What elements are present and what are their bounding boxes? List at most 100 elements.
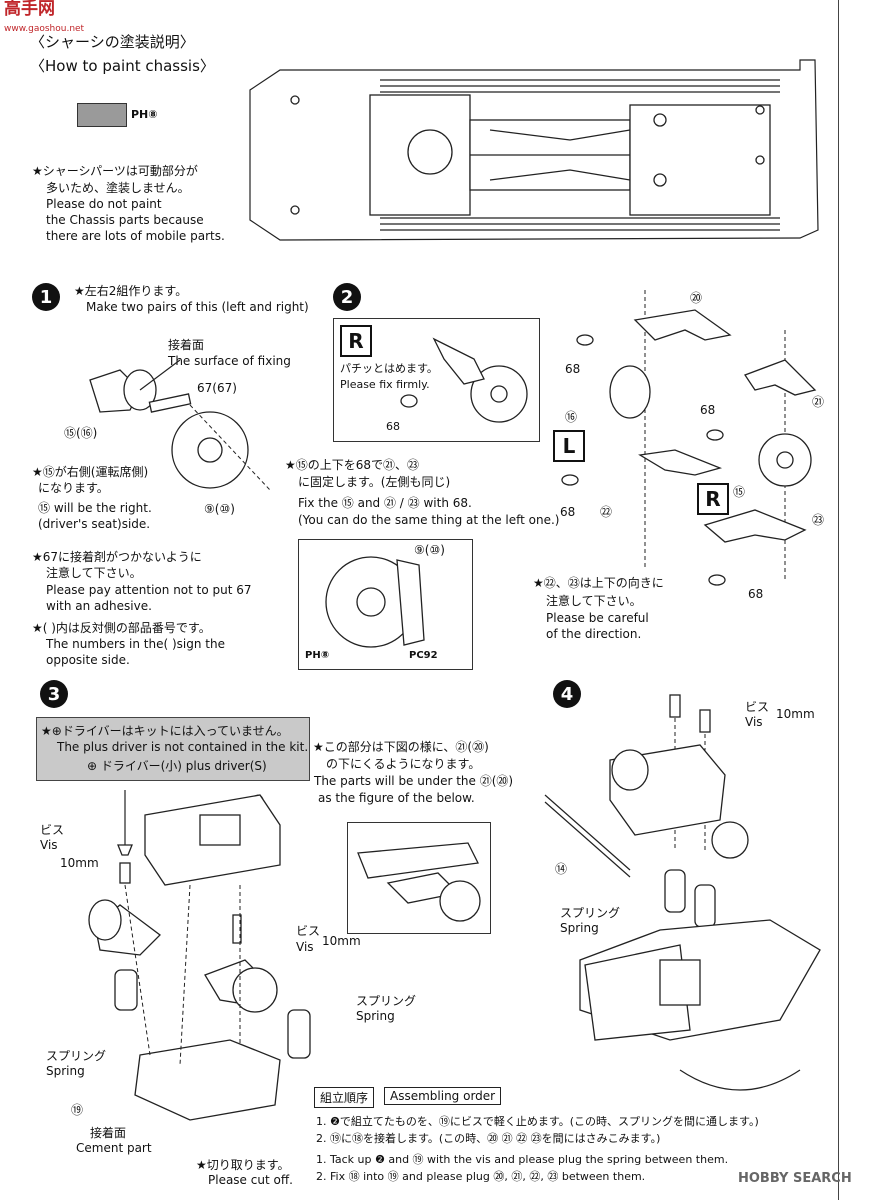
assembly-tag-en: Assembling order xyxy=(384,1087,502,1105)
step4-part14: ⑭ xyxy=(555,862,568,876)
watermark: HOBBY SEARCH xyxy=(738,1171,852,1186)
step3-cement-en: Cement part xyxy=(76,1141,152,1155)
step3-cut-jp: ★切り取ります。 xyxy=(196,1158,290,1172)
step4-vis-size: 10mm xyxy=(776,707,815,721)
step1-surface-jp: 接着面 xyxy=(168,338,205,352)
step2-disc-pc: PC92 xyxy=(409,650,438,661)
step1-note-a-jp2: になります。 xyxy=(38,481,109,495)
step3-vis-size: 10mm xyxy=(60,856,99,870)
step3-vis2-size: 10mm xyxy=(322,934,361,948)
step2-label-21: ㉑ xyxy=(812,395,825,409)
step-3-number: 3 xyxy=(40,680,68,708)
step2-fix-en1: Fix the ⑮ and ㉑ / ㉓ with 68. xyxy=(298,496,472,510)
step1-note-b-jp1: ★67に接着剤がつかないように xyxy=(32,550,202,564)
step3-cement-jp: 接着面 xyxy=(90,1126,127,1140)
step2-dir-en2: of the direction. xyxy=(546,627,642,641)
paint-swatch xyxy=(77,103,127,127)
step2-r-en: Please fix firmly. xyxy=(340,378,430,391)
step3-spring-en: Spring xyxy=(46,1064,85,1078)
step2-label-22: ㉒ xyxy=(600,505,613,519)
step2-label-L: L xyxy=(553,430,585,462)
step2-disc-drawing xyxy=(325,556,425,648)
step3-part19: ⑲ xyxy=(71,1103,84,1117)
site-logo: 高手网 xyxy=(4,0,55,19)
step1-note-c-en1: The numbers in the( )sign the xyxy=(46,637,225,651)
chassis-note-en-2: the Chassis parts because xyxy=(46,213,204,227)
step3-detail-box xyxy=(347,822,491,934)
step2-fix-jp1: ★⑮の上下を68で㉑、㉓ xyxy=(285,458,420,472)
step3-spring-jp: スプリング xyxy=(46,1049,107,1063)
step2-label-16: ⑯ xyxy=(565,410,578,424)
site-logo-url: www.gaoshou.net xyxy=(4,24,85,34)
paint-code: PH⑧ xyxy=(131,108,158,121)
page-border-line xyxy=(838,0,839,1200)
step3-warn-sub: ⊕ ドライバー(小) plus driver(S) xyxy=(87,759,267,773)
step3-under-jp1: ★この部分は下図の様に、㉑(⑳) xyxy=(313,740,489,754)
step2-label-68a: 68 xyxy=(565,362,581,376)
step1-en: Make two pairs of this (left and right) xyxy=(86,300,309,314)
step4-spring-en: Spring xyxy=(560,921,599,935)
assembly-jp-1: 1. ❷で組立てたものを、⑲にビスで軽く止めます。(この時、スプリングを間に通し… xyxy=(316,1115,759,1128)
step4-exploded-drawing xyxy=(544,694,821,1091)
assembly-tag-jp: 組立順序 xyxy=(314,1087,375,1108)
chassis-note-en-1: Please do not paint xyxy=(46,197,162,211)
step1-surface-en: The surface of fixing xyxy=(168,354,291,368)
step2-label-68c: 68 xyxy=(560,505,576,519)
step-2-number: 2 xyxy=(333,283,361,311)
step1-part67: 67(67) xyxy=(197,381,237,395)
chassis-title-en: 〈How to paint chassis〉 xyxy=(30,57,215,75)
assembly-en-2: 2. Fix ⑱ into ⑲ and please plug ⑳, ㉑, ㉒,… xyxy=(316,1170,646,1183)
step4-vis-jp: ビス xyxy=(745,700,770,714)
step3-under-en2: as the figure of the below. xyxy=(318,791,475,805)
step3-under-jp2: の下にくるようになります。 xyxy=(326,757,481,771)
step3-vis-en: Vis xyxy=(40,838,58,852)
step2-disc-box: ⑨(⑩) PH⑧ PC92 xyxy=(298,539,473,670)
step3-warn-jp: ★⊕ドライバーはキットには入っていません。 xyxy=(41,724,289,738)
step2-r-part68: 68 xyxy=(386,420,400,433)
step-4-number: 4 xyxy=(553,680,581,708)
chassis-note-jp-1: ★シャーシパーツは可動部分が xyxy=(32,164,198,178)
step3-detail-drawing xyxy=(357,842,481,922)
step3-warn-en: The plus driver is not contained in the … xyxy=(57,740,309,754)
assembly-en-1: 1. Tack up ❷ and ⑲ with the vis and plea… xyxy=(316,1153,729,1166)
step2-dir-jp1: ★㉒、㉓は上下の向きに xyxy=(533,576,664,590)
chassis-drawing xyxy=(249,59,819,241)
step3-exploded-drawing xyxy=(88,790,311,1121)
step2-r-label: R xyxy=(340,325,372,357)
step3-vis2-jp: ビス xyxy=(296,924,321,938)
step3-spring2-en: Spring xyxy=(356,1009,395,1023)
step1-note-c-jp: ★( )内は反対側の部品番号です。 xyxy=(32,621,211,635)
chassis-title-jp: 〈シャーシの塗装説明〉 xyxy=(30,33,195,51)
step1-drawing xyxy=(89,359,271,491)
step2-label-20: ⑳ xyxy=(690,291,703,305)
step2-r-drawing xyxy=(400,337,528,423)
step1-note-b-en1: Please pay attention not to put 67 xyxy=(46,583,252,597)
step1-note-a-en1: ⑮ will be the right. xyxy=(38,501,152,515)
step3-cut-en: Please cut off. xyxy=(208,1173,293,1187)
step2-exploded-drawing xyxy=(561,290,817,586)
step2-label-R: R xyxy=(697,483,729,515)
step1-note-b-en2: with an adhesive. xyxy=(46,599,152,613)
step2-label-15: ⑮ xyxy=(733,485,746,499)
step1-note-c-en2: opposite side. xyxy=(46,653,130,667)
step2-disc-part: ⑨(⑩) xyxy=(414,543,445,557)
step3-spring2-jp: スプリング xyxy=(356,994,417,1008)
step2-dir-en1: Please be careful xyxy=(546,611,649,625)
step2-r-box: R パチッとはめます。 Please fix firmly. 68 xyxy=(333,318,540,442)
step2-label-23: ㉓ xyxy=(812,513,825,527)
step2-fix-jp2: に固定します。(左側も同じ) xyxy=(298,475,451,489)
chassis-note-en-3: there are lots of mobile parts. xyxy=(46,229,225,243)
step3-under-en1: The parts will be under the ㉑(⑳) xyxy=(314,774,514,788)
step2-disc-ph: PH⑧ xyxy=(305,650,330,661)
step3-warning-box: ★⊕ドライバーはキットには入っていません。 The plus driver is… xyxy=(36,717,310,781)
step1-note-a-jp: ★⑮が右側(運転席側) xyxy=(32,465,149,479)
step3-vis2-en: Vis xyxy=(296,940,314,954)
step1-note-b-jp2: 注意して下さい。 xyxy=(46,566,142,580)
step4-spring-jp: スプリング xyxy=(560,906,621,920)
step1-part9: ⑨(⑩) xyxy=(204,502,235,516)
step1-note-a-en2: (driver's seat)side. xyxy=(38,517,151,531)
step2-dir-jp2: 注意して下さい。 xyxy=(546,594,642,608)
chassis-note-jp-2: 多いため、塗装しません。 xyxy=(46,181,190,195)
step2-label-68b: 68 xyxy=(700,403,716,417)
